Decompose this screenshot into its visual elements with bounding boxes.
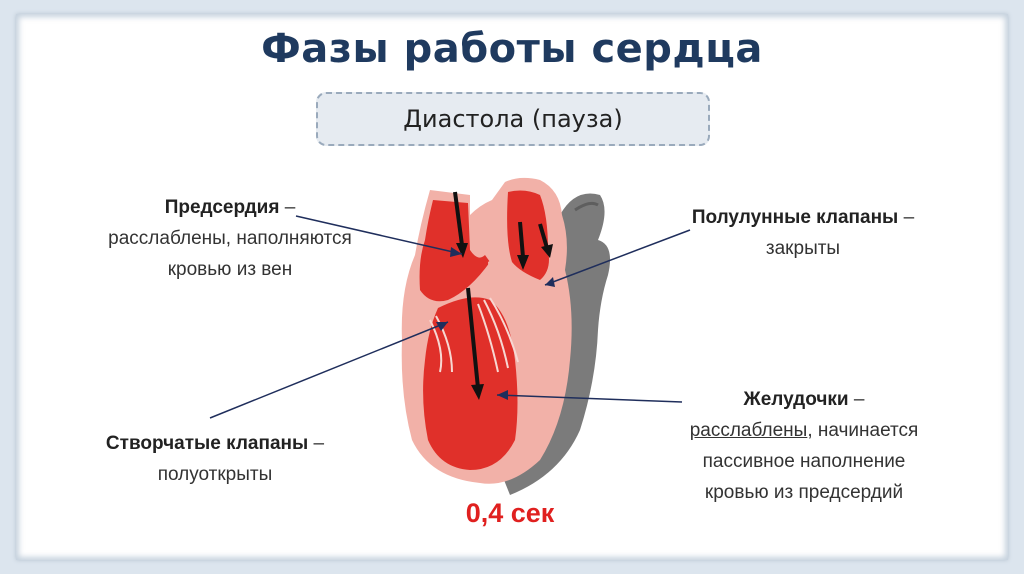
ventricles-line4: кровью из предсердий <box>704 482 904 503</box>
ventricles-term: Желудочки <box>743 389 849 410</box>
ventricles-relaxed: расслаблены <box>689 420 808 441</box>
pointer-head-semilunar <box>545 277 555 287</box>
ventricles-line3: пассивное наполнение <box>702 451 906 472</box>
ventricles-dash: – <box>848 389 865 410</box>
phase-box: Диастола (пауза) <box>316 92 710 146</box>
ventricles-line2b: , начинается <box>807 420 919 441</box>
chordae <box>429 297 519 373</box>
semilunar-dash: – <box>898 207 915 228</box>
flow-arrows <box>453 191 553 400</box>
label-atria: Предсердия – расслаблены, наполняются кр… <box>60 192 400 285</box>
atria-line2: расслаблены, наполняются <box>108 228 352 249</box>
atria-term: Предсердия <box>164 197 280 218</box>
pointer-head-atria <box>450 247 462 257</box>
artery <box>507 190 549 280</box>
label-leaflet: Створчатые клапаны – полуоткрыты <box>30 428 400 490</box>
atria-dash: – <box>279 197 296 218</box>
leaflet-line2: полуоткрыты <box>157 464 273 485</box>
leaflet-term: Створчатые клапаны <box>105 433 309 454</box>
leaflet-dash: – <box>308 433 325 454</box>
pointer-lines <box>209 215 691 419</box>
slide-title: Фазы работы сердца <box>261 26 763 72</box>
pointer-head-ventricles <box>497 390 508 400</box>
phase-duration: 0,4 сек <box>465 498 555 528</box>
atria-line3: кровью из вен <box>167 259 293 280</box>
semilunar-line2: закрыты <box>765 238 841 259</box>
phase-label: Диастола (пауза) <box>403 105 623 133</box>
label-semilunar: Полулунные клапаны – закрыты <box>628 202 978 264</box>
vein-vessel <box>500 193 611 495</box>
label-ventricles: Желудочки – расслаблены, начинается пасс… <box>624 384 984 508</box>
semilunar-term: Полулунные клапаны <box>691 207 899 228</box>
pointer-head-leaflet <box>436 322 448 331</box>
